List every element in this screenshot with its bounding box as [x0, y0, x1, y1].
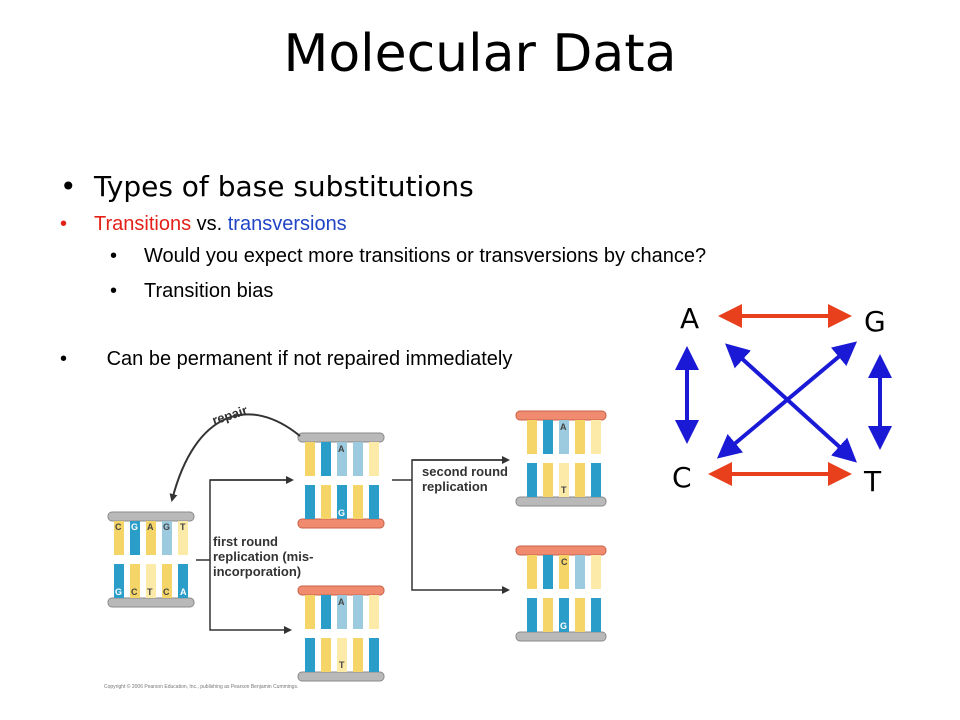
second-round-label-2: replication [422, 479, 488, 494]
copyright-text: Copyright © 2006 Pearson Education, Inc.… [104, 683, 298, 690]
repair-arrow [169, 413, 301, 502]
svg-text:C: C [131, 587, 138, 597]
mismatch-duplex: A G [297, 432, 385, 529]
transversions-text: transversions [227, 213, 347, 235]
nucleotide-a: A [680, 302, 699, 335]
svg-text:A: A [180, 587, 187, 597]
nucleotide-t: T [863, 465, 882, 498]
nucleotide-c: C [672, 461, 692, 494]
nucleotide-g: G [864, 305, 886, 338]
svg-text:T: T [180, 522, 186, 532]
svg-text:A: A [560, 422, 567, 432]
first-round-label-2: replication (mis- [213, 549, 313, 564]
first-round-label-3: incorporation) [213, 564, 301, 579]
svg-text:G: G [338, 508, 345, 518]
first-round-label-1: first round [213, 534, 278, 549]
bullet-bias: • Transition bias [110, 280, 274, 302]
svg-text:G: G [115, 587, 122, 597]
second-round-label-1: second round [422, 464, 508, 479]
bullet-types: • Types of base substitutions [60, 170, 474, 203]
svg-text:T: T [147, 587, 153, 597]
svg-text:A: A [338, 444, 345, 454]
svg-text:G: G [163, 522, 170, 532]
bullet-permanent: • Can be permanent if not repaired immed… [60, 348, 513, 370]
bullet-question: • Would you expect more transitions or t… [110, 245, 707, 267]
question-text: Would you expect more transitions or tra… [144, 245, 707, 267]
svg-text:T: T [561, 485, 567, 495]
svg-text:A: A [338, 597, 345, 607]
svg-text:G: G [560, 621, 567, 631]
transversion-arrow-gc [716, 341, 858, 459]
svg-text:C: C [115, 522, 122, 532]
daughter-duplex: A T [297, 585, 385, 682]
original-duplex: C G A G T G C T C A [107, 511, 195, 608]
permanent-text: Can be permanent if not repaired immedia… [106, 348, 513, 370]
bullet-transitions: • Transitions vs. transversions [60, 213, 347, 235]
second-round-duplex-bottom: C G [515, 545, 607, 642]
svg-text:C: C [163, 587, 170, 597]
slide-title: Molecular Data [283, 24, 677, 84]
second-round-duplex-top: A T [515, 410, 607, 507]
bullet-types-text: Types of base substitutions [94, 170, 474, 203]
svg-text:T: T [339, 660, 345, 670]
svg-text:A: A [147, 522, 154, 532]
vs-text: vs. [191, 213, 228, 235]
repair-label: repair [210, 402, 249, 427]
transitions-text: Transitions [94, 213, 192, 235]
svg-text:G: G [131, 522, 138, 532]
bias-text: Transition bias [144, 280, 274, 302]
svg-text:C: C [561, 557, 568, 567]
